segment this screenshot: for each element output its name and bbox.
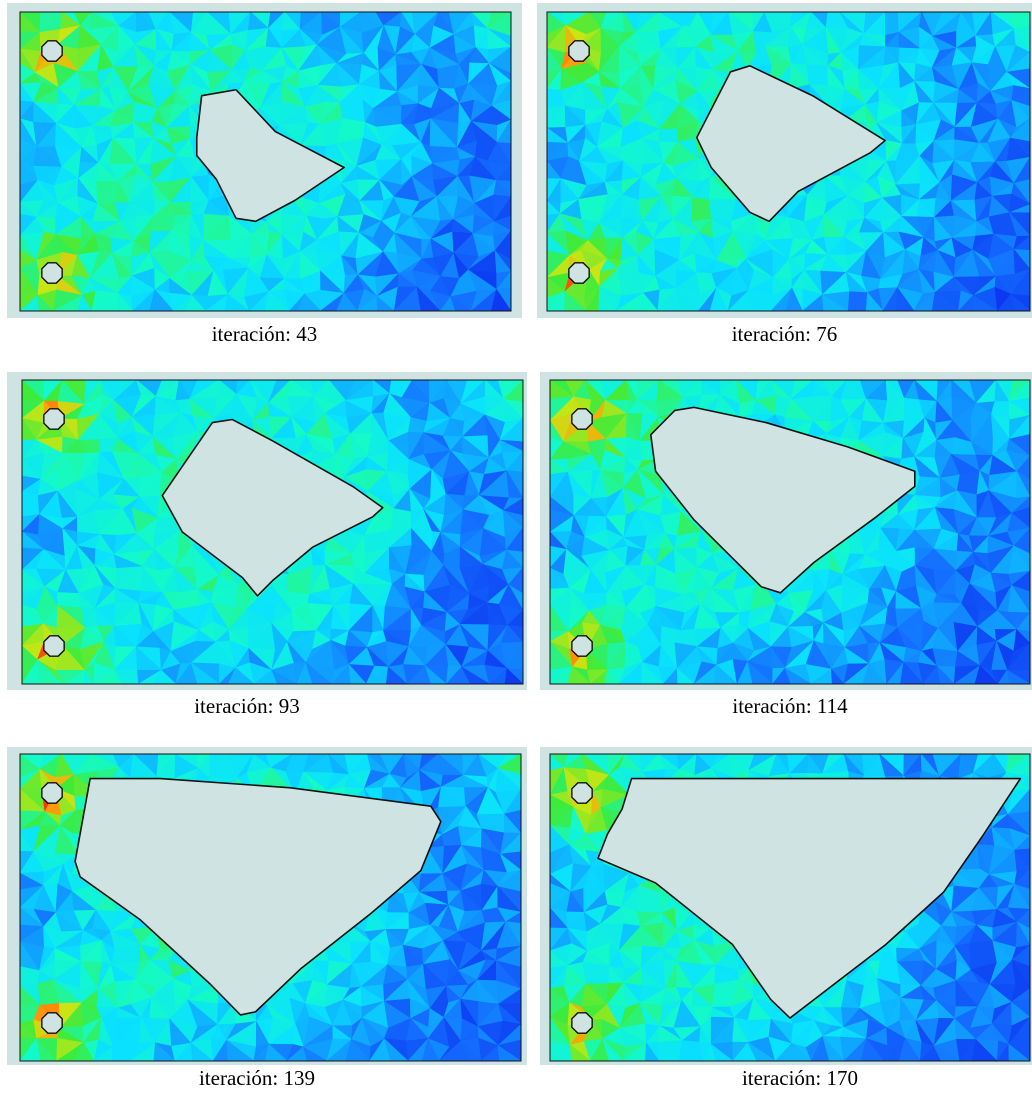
stress-map-170 (549, 753, 1032, 1063)
caption-iteration-76: iteración: 76 (731, 322, 838, 346)
caption-iteration-114: iteración: 114 (732, 694, 848, 718)
support-pin (43, 635, 65, 657)
panel-iteration-114 (540, 372, 1032, 690)
support-pin (571, 782, 593, 804)
stress-map-43 (19, 11, 513, 312)
caption-iteration-93: iteración: 93 (194, 694, 300, 718)
caption-iteration-43: iteración: 43 (211, 322, 318, 346)
caption-iteration-139: iteración: 139 (198, 1066, 316, 1090)
stress-map-76 (545, 10, 1031, 313)
support-pin (41, 40, 63, 62)
cutout-region (74, 777, 442, 1016)
cutout-region (195, 88, 345, 223)
panel-iteration-93 (7, 372, 527, 690)
stress-map-114 (549, 379, 1032, 686)
cutout-region (161, 418, 384, 597)
support-pin (41, 1012, 63, 1034)
support-pin (571, 408, 593, 430)
support-pin (41, 262, 63, 284)
support-pin (568, 40, 590, 62)
panel-iteration-76 (537, 3, 1032, 318)
panel-iteration-43 (7, 3, 522, 318)
panel-iteration-170 (540, 747, 1032, 1065)
panel-iteration-139 (7, 747, 527, 1065)
cutout-region (650, 406, 916, 594)
caption-iteration-170: iteración: 170 (741, 1066, 859, 1090)
support-pin (571, 635, 593, 657)
cutout-region (597, 777, 1022, 1019)
support-pin (571, 1012, 593, 1034)
support-pin (41, 782, 63, 804)
stress-map-93 (21, 378, 525, 686)
stress-map-139 (18, 753, 523, 1062)
support-pin (43, 408, 65, 430)
support-pin (568, 262, 590, 284)
cutout-region (695, 65, 886, 223)
